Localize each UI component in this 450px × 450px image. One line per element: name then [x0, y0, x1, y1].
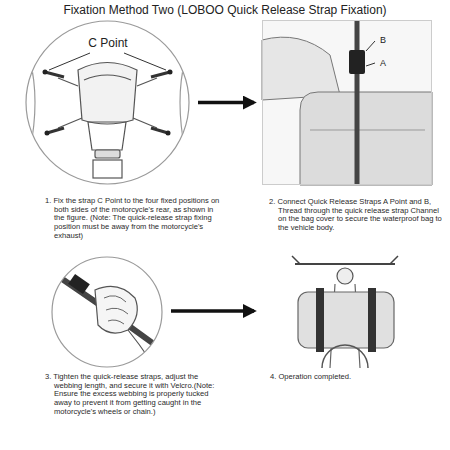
hand-tightening-strap	[52, 272, 165, 352]
c-point-dot	[43, 70, 48, 75]
step-arrow	[171, 309, 254, 313]
step-panel: 4. Operation completed.	[262, 252, 432, 368]
leader-line	[124, 53, 166, 70]
bag-side-view	[310, 130, 425, 131]
step-caption: 3. Tighten the quick-release straps, adj…	[45, 373, 226, 417]
motorcycle-rear-top-view	[84, 75, 131, 80]
panel-outline	[52, 257, 162, 367]
strap	[151, 128, 168, 133]
bag-side-view	[262, 20, 432, 185]
motorcycle-rear-top-view	[93, 160, 122, 178]
leader-line	[49, 53, 90, 70]
c-point-dot	[166, 131, 171, 136]
bag-side-view	[366, 41, 375, 66]
hand-tightening-strap	[128, 330, 150, 360]
motorcycle-rear-top-view	[95, 150, 120, 158]
panel-outline	[26, 21, 189, 184]
motorcycle-with-bag	[316, 288, 324, 352]
step-panel: BA2. Connect Quick Release Straps A Poin…	[262, 20, 432, 185]
bag-side-view	[300, 92, 432, 185]
motorcycle-rear-top-view	[88, 122, 126, 150]
leader-line	[49, 53, 166, 70]
strap	[45, 72, 64, 77]
point-label: A	[379, 58, 387, 69]
strap	[47, 128, 64, 133]
motorcycle-with-bag	[298, 292, 394, 348]
strap	[151, 72, 170, 77]
diagram-title: Fixation Method Two (LOBOO Quick Release…	[0, 3, 450, 17]
motorcycle-with-bag	[368, 288, 376, 352]
step-panel: C Point1. Fix the strap C Point to the f…	[25, 20, 190, 185]
hand-tightening-strap	[68, 274, 90, 294]
motorcycle-with-bag	[292, 256, 398, 264]
hand-tightening-strap	[104, 296, 128, 324]
c-point-dot	[168, 70, 173, 75]
motorcycle-rear-top-view	[78, 63, 137, 125]
hand-tightening-strap	[52, 272, 165, 360]
motorcycle-rear-top-view	[30, 60, 185, 150]
hand-tightening-strap	[95, 286, 137, 333]
motorcycle-rear-top-view	[58, 78, 157, 128]
bag-side-view	[262, 37, 340, 100]
point-label: B	[379, 35, 387, 46]
bag-side-view	[349, 50, 365, 74]
c-point-dot	[43, 70, 173, 136]
part-label: C Point	[82, 36, 134, 50]
step-panel: 3. Tighten the quick-release straps, adj…	[51, 256, 163, 368]
panel-outline	[51, 256, 163, 368]
step-caption: 1. Fix the strap C Point to the four fix…	[45, 197, 224, 241]
step-caption: 4. Operation completed.	[270, 373, 447, 382]
bag-side-view	[262, 20, 432, 185]
motorcycle-with-bag	[295, 263, 395, 265]
motorcycle-rear-top-view	[30, 60, 185, 178]
c-point-dot	[45, 131, 50, 136]
strap	[45, 72, 170, 133]
bag-side-view	[355, 20, 360, 185]
motorcycle-with-bag	[337, 268, 353, 284]
step-arrow	[198, 101, 254, 105]
motorcycle-with-bag	[322, 345, 368, 368]
motorcycle-with-bag	[292, 256, 398, 368]
step-caption: 2. Connect Quick Release Straps A Point …	[269, 198, 446, 233]
